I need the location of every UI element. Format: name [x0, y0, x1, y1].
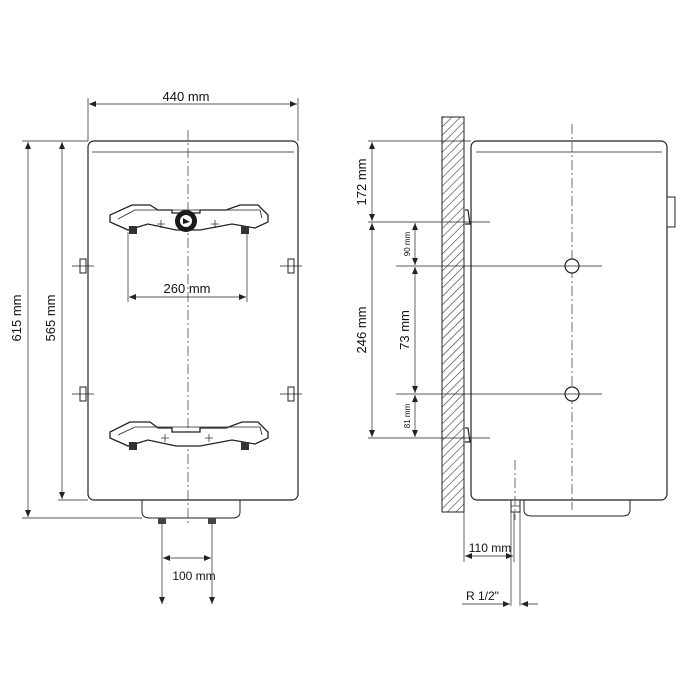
dimension-top-offset-label: 172 mm	[354, 159, 369, 206]
tank-side-body	[470, 140, 668, 501]
dimension-body-height: 565 mm	[43, 142, 88, 501]
dimension-middle-gap-label: 73 mm	[397, 310, 412, 350]
dimension-bracket-spacing-label: 260 mm	[164, 281, 211, 296]
upper-wall-hook	[465, 209, 471, 225]
dimension-pipe-spacing: 100 mm	[159, 524, 216, 604]
side-bottom-cover	[523, 500, 631, 517]
dimension-pipe-offset: 110 mm	[463, 512, 515, 562]
dimension-lower-gap: 81 mm	[403, 395, 418, 437]
dimension-body-height-label: 565 mm	[43, 295, 58, 342]
inlet-pipe-left	[158, 518, 166, 524]
front-view: 440 mm 260 mm 615 mm 565 mm 100 mm	[9, 89, 302, 604]
outlet-pipe	[510, 460, 521, 520]
side-lugs	[72, 258, 302, 402]
bottom-cover	[141, 500, 241, 524]
dimension-thread-label: R 1/2"	[466, 589, 499, 603]
dimension-mount-height: 246 mm	[354, 223, 375, 437]
side-thermostat-knob	[666, 196, 676, 228]
dimension-thread: R 1/2"	[462, 512, 538, 607]
dimension-upper-gap: 90 mm	[403, 223, 418, 265]
side-view: 172 mm 246 mm 90 mm 73 mm 81 mm	[354, 116, 676, 607]
lower-mounting-bracket	[109, 421, 269, 450]
inlet-pipe-right	[208, 518, 216, 524]
dimension-width-label: 440 mm	[163, 89, 210, 104]
dimension-middle-gap: 73 mm	[397, 267, 418, 393]
dimension-mount-height-label: 246 mm	[354, 307, 369, 354]
dimension-upper-gap-label: 90 mm	[403, 231, 412, 256]
dimension-pipe-spacing-label: 100 mm	[172, 569, 215, 583]
lower-wall-hook	[465, 427, 471, 443]
dimension-pipe-offset-label: 110 mm	[469, 541, 511, 555]
wall-section	[441, 116, 465, 513]
dimension-total-height: 615 mm	[9, 140, 142, 519]
dimension-width: 440 mm	[87, 89, 299, 141]
dimension-top-offset: 172 mm	[354, 142, 375, 221]
dimension-bracket-spacing: 260 mm	[127, 232, 248, 302]
dimension-lower-gap-label: 81 mm	[403, 403, 412, 428]
thermostat-knob	[175, 210, 197, 232]
dimension-total-height-label: 615 mm	[9, 295, 24, 342]
